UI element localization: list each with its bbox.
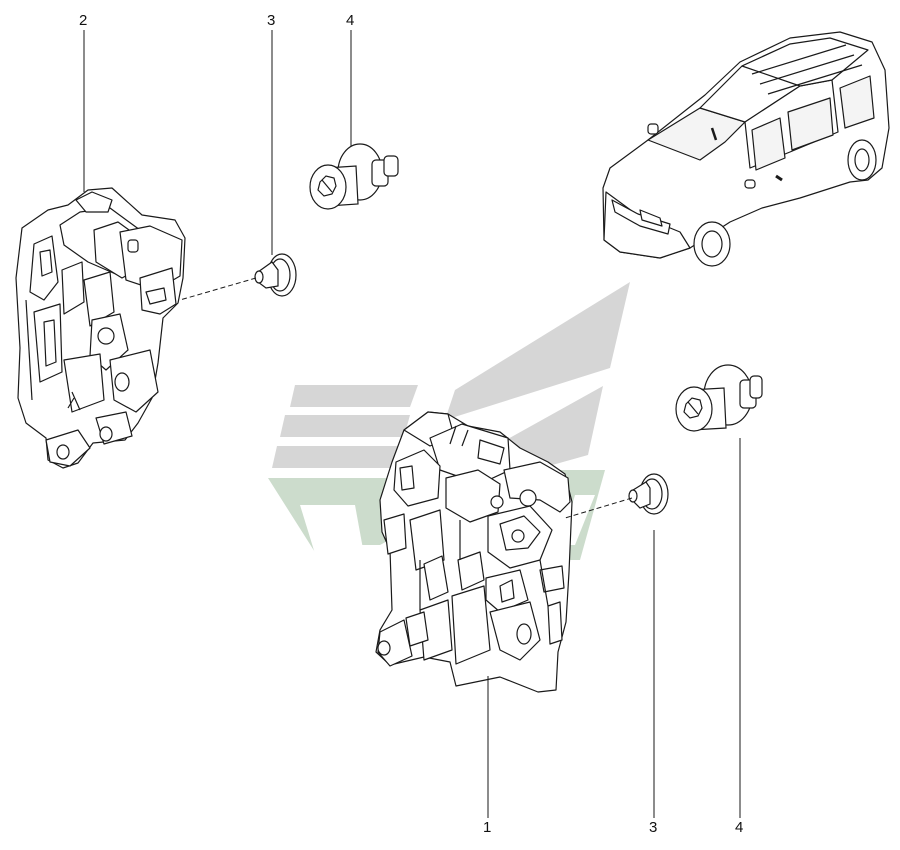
callout-part-2: 2	[79, 12, 88, 29]
car-vehicle-icon	[602, 31, 890, 267]
torx-screw-icon-top	[254, 253, 297, 297]
shoulder-bolt-icon-top	[309, 143, 399, 210]
callout-part-4-top: 4	[346, 12, 355, 29]
callout-part-3-top: 3	[267, 12, 276, 29]
callout-part-1: 1	[483, 819, 492, 836]
torx-screw-icon-bottom	[628, 473, 669, 515]
leader-lines	[83, 30, 741, 818]
lock-mechanism-part-2	[15, 187, 186, 469]
callout-part-4-bottom: 4	[735, 819, 744, 836]
lock-mechanism-part-1	[375, 411, 573, 693]
shoulder-bolt-icon-bottom	[675, 364, 763, 432]
callout-part-3-bottom: 3	[649, 819, 658, 836]
